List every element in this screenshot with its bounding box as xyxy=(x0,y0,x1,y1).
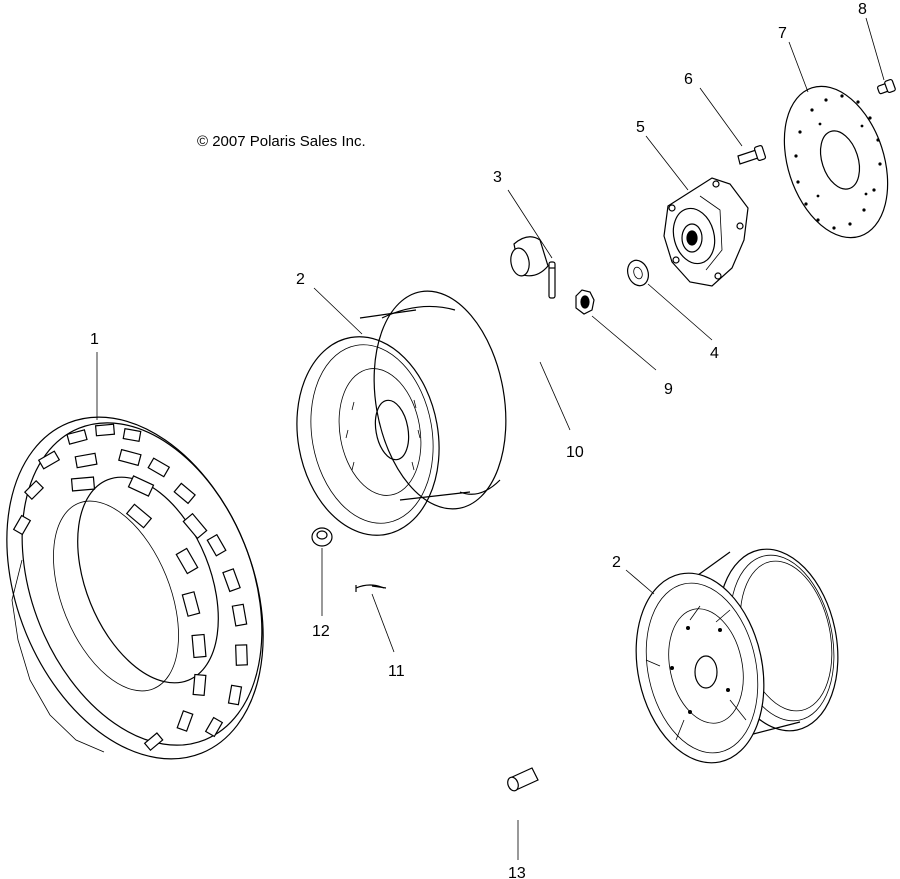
callout-9: 9 xyxy=(664,381,673,398)
callout-8: 8 xyxy=(858,1,867,18)
callout-5: 5 xyxy=(636,119,645,136)
pin-part xyxy=(548,261,556,299)
washer-part xyxy=(627,259,649,287)
callout-4: 4 xyxy=(710,345,719,362)
callout-11: 11 xyxy=(388,663,405,680)
callout-1: 1 xyxy=(90,331,99,348)
callout-13: 13 xyxy=(508,865,526,879)
nut-part xyxy=(575,289,595,315)
callout-7: 7 xyxy=(778,25,787,42)
valve-stem-part xyxy=(355,584,387,592)
lug-bolt-part xyxy=(507,767,539,792)
callout-12: 12 xyxy=(312,623,330,640)
wheel-rim-upper-part xyxy=(296,290,507,536)
callout-2: 2 xyxy=(296,271,305,288)
cap-part xyxy=(510,236,549,277)
copyright-text: © 2007 Polaris Sales Inc. xyxy=(197,133,366,150)
small-bolt-part xyxy=(877,78,896,95)
callout-2b: 2 xyxy=(612,554,621,571)
brake-disc-part xyxy=(783,85,889,239)
bolt-part xyxy=(737,145,767,165)
callout-3: 3 xyxy=(493,169,502,186)
callouts: 1 2 3 5 6 7 8 4 9 10 12 11 2 13 xyxy=(90,1,867,879)
wheel-rim-lower-part xyxy=(635,548,839,764)
tire-part xyxy=(6,416,264,760)
lug-nut-part xyxy=(311,527,333,547)
callout-10: 10 xyxy=(566,444,584,461)
callout-6: 6 xyxy=(684,71,693,88)
leader-lines xyxy=(96,17,885,860)
hub-part xyxy=(663,177,749,287)
